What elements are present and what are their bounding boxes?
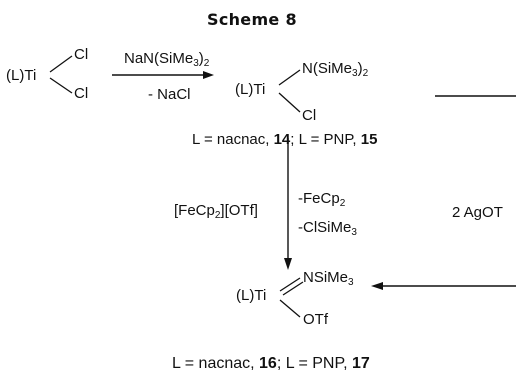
c1-cl-bottom: Cl: [74, 85, 89, 102]
bond-ti-n: [278, 69, 301, 86]
c3-otf: OTf: [303, 311, 328, 328]
c2-n-group: N(SiMe3)2: [302, 60, 369, 79]
arrow-2-byproduct-2: -ClSiMe3: [298, 219, 357, 238]
c3-n-group: NSiMe3: [303, 269, 354, 288]
bond-ti-cl-top: [49, 55, 73, 73]
c2-cl: Cl: [302, 107, 317, 124]
bond-ti-cl-bottom: [49, 77, 73, 94]
arrow-1-head: [203, 71, 214, 79]
c1-cl-top: Cl: [74, 46, 89, 63]
bond-ti-otf: [279, 299, 301, 318]
caption-14-15: L = nacnac, 14; L = PNP, 15: [192, 131, 378, 148]
arrow-2-byproduct-1: -FeCp2: [298, 190, 346, 209]
bond-ti-n-double-b: [282, 281, 304, 296]
c1-metal: (L)Ti: [6, 67, 37, 84]
c3-metal: (L)Ti: [236, 287, 267, 304]
arrow-3-head: [371, 282, 383, 290]
arrow-2-oxidant: [FeCp2][OTf]: [174, 202, 258, 221]
arrow-1-reagent: NaN(SiMe3)2: [124, 50, 210, 69]
arrow-2-head: [284, 258, 292, 270]
agotf-reagent: 2 AgOT: [452, 204, 503, 221]
bond-ti-cl: [278, 92, 301, 113]
arrow-1-byproduct: - NaCl: [148, 86, 191, 103]
scheme-title: Scheme 8: [207, 10, 297, 29]
caption-16-17: L = nacnac, 16; L = PNP, 17: [172, 355, 370, 372]
c2-metal: (L)Ti: [235, 81, 266, 98]
bond-ti-n-double-a: [279, 277, 301, 292]
